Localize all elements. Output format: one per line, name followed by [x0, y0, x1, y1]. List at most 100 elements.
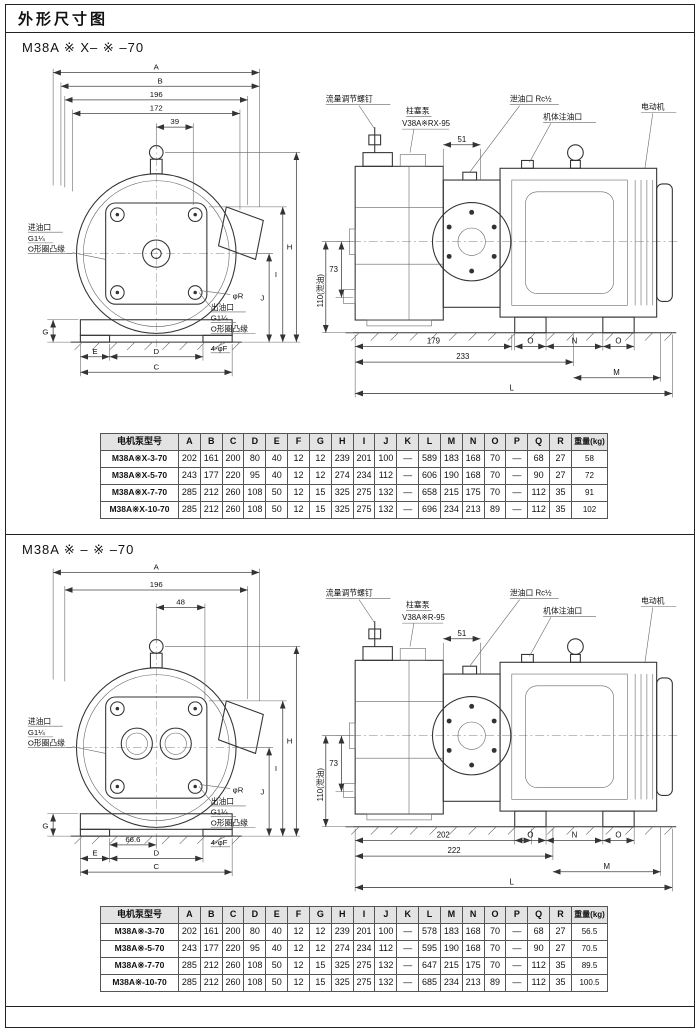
pump-motor-side-geometry — [335, 621, 681, 835]
dimension-cell: 40 — [265, 940, 289, 958]
column-header: Q — [527, 906, 551, 924]
dimension-cell: 220 — [221, 940, 245, 958]
dimension-cell: 200 — [221, 923, 245, 941]
dimension-cell: 108 — [243, 957, 267, 975]
dimension-cell: 212 — [199, 484, 223, 502]
dimension-cell: 70 — [483, 467, 507, 485]
dimension-cell: 685 — [418, 974, 441, 992]
column-header: E — [265, 906, 289, 924]
dimension-cell: 325 — [330, 484, 354, 502]
dimension-cell: 168 — [461, 467, 485, 485]
front-view-drawing: A 196 48 J I H φR G 66.6 E D C 进油口 G1¼ O… — [28, 563, 301, 877]
dimension-cell: 260 — [221, 974, 245, 992]
dimension-cell: 80 — [243, 450, 267, 468]
model-number-cell: M38A※-5-70 — [100, 940, 179, 958]
dimension-cell: 275 — [352, 974, 376, 992]
drain-port-label: 泄油口 Rc½ — [510, 588, 552, 598]
flow-screw-label: 流量调节螺钉 — [326, 94, 373, 104]
dimension-cell: — — [505, 957, 529, 975]
dim-label-H: H — [287, 737, 293, 746]
dimension-cell: 50 — [265, 974, 289, 992]
dimension-cell: 213 — [461, 501, 485, 519]
dim-label-73: 73 — [329, 759, 338, 768]
dim-label-51: 51 — [458, 629, 467, 638]
dim-label-172: 172 — [150, 104, 163, 113]
bolt-holes-label: 4-φF — [211, 838, 228, 847]
dim-label-233: 233 — [456, 352, 470, 361]
dim-label-I: I — [275, 764, 277, 773]
dim-label-222: 222 — [448, 846, 461, 855]
dimension-cell: 234 — [439, 501, 463, 519]
column-header: L — [418, 906, 441, 924]
outlet-port-label: 出油口 — [211, 302, 234, 312]
dimension-cell: 589 — [418, 450, 441, 468]
dimension-cell: 201 — [352, 450, 376, 468]
dimension-cell: 70.5 — [571, 940, 608, 958]
dimension-cell: 35 — [549, 974, 572, 992]
inlet-port-label: 进油口 — [28, 716, 51, 726]
dimension-cell: 108 — [243, 484, 267, 502]
dim-label-A: A — [154, 563, 160, 572]
dimension-cell: 12 — [287, 974, 310, 992]
motor-label: 电动机 — [641, 102, 665, 112]
dimension-cell: 190 — [439, 940, 463, 958]
pump-model-label: V38A※R-95 — [402, 613, 445, 622]
dimension-cell: 168 — [461, 450, 485, 468]
dim-label-C: C — [153, 362, 159, 371]
dim-label-G: G — [42, 327, 48, 336]
dimension-cell: — — [505, 940, 529, 958]
dimension-cell: 285 — [178, 501, 201, 519]
dimension-cell: 12 — [308, 923, 332, 941]
section-m38a: M38A ※ – ※ –70 — [6, 535, 694, 1007]
dimension-cell: 112 — [527, 501, 551, 519]
dimension-cell: 260 — [221, 957, 245, 975]
dimension-cell: 239 — [330, 923, 354, 941]
section-m38a-x: M38A ※ X– ※ –70 — [6, 33, 694, 535]
column-header: B — [199, 433, 223, 451]
dimension-cell: 12 — [287, 957, 310, 975]
dim-label-O2: O — [615, 337, 621, 346]
inlet-flange-label: O形圈凸缘 — [28, 244, 65, 254]
outlet-thread-label: G1¼ — [211, 314, 228, 323]
inlet-thread-label: G1¼ — [28, 728, 45, 737]
dimension-cell: 177 — [199, 940, 223, 958]
dimension-cell: 12 — [287, 923, 310, 941]
motor-front-geometry — [66, 634, 264, 845]
outlet-flange-label: O形圈凸缘 — [211, 817, 248, 827]
inlet-port-label: 进油口 — [28, 222, 51, 232]
column-header: I — [352, 433, 376, 451]
dimension-cell: 27 — [549, 923, 572, 941]
column-header: O — [483, 433, 507, 451]
dim-label-phiR: φR — [233, 785, 244, 794]
dim-label-66-6: 66.6 — [125, 835, 140, 844]
dimension-cell: 50 — [265, 501, 289, 519]
dimension-cell: 243 — [178, 467, 201, 485]
dimension-cell: 70 — [483, 923, 507, 941]
dimension-cell: 212 — [199, 501, 223, 519]
model-title: M38A ※ X– ※ –70 — [22, 40, 145, 55]
dimension-cell: 234 — [439, 974, 463, 992]
dim-label-E: E — [92, 347, 97, 356]
column-header: N — [461, 433, 485, 451]
dim-label-202: 202 — [437, 831, 450, 840]
dimension-cell: 325 — [330, 957, 354, 975]
dimension-cell: 90 — [527, 940, 551, 958]
dim-label-E: E — [92, 849, 97, 858]
dimension-cell: 647 — [418, 957, 441, 975]
outlet-port-label: 出油口 — [211, 796, 234, 806]
dimension-cell: 190 — [439, 467, 463, 485]
dimension-cell: 68 — [527, 450, 551, 468]
dimension-cell: 89 — [483, 501, 507, 519]
dimension-cell: — — [505, 974, 529, 992]
dim-label-51: 51 — [458, 135, 467, 144]
column-header: M — [439, 906, 463, 924]
dimension-cell: 15 — [308, 501, 332, 519]
dim-label-J: J — [260, 293, 264, 302]
outlet-flange-label: O形圈凸缘 — [211, 323, 248, 333]
dimension-cell: 212 — [199, 974, 223, 992]
column-header: J — [374, 433, 398, 451]
dim-label-L: L — [510, 384, 515, 393]
dimension-cell: 108 — [243, 501, 267, 519]
